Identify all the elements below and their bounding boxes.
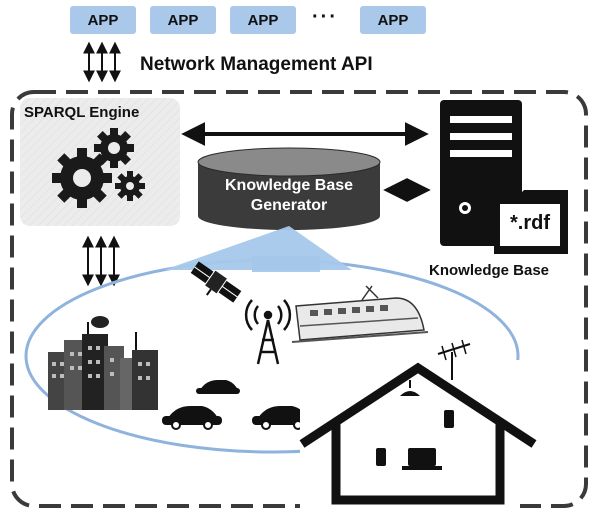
- train-icon: [291, 285, 429, 343]
- car-icon-1: [196, 380, 240, 394]
- car-icon-3: [252, 406, 312, 430]
- sparql-engine-label: SPARQL Engine: [24, 104, 140, 121]
- network-triple-arrow: [82, 235, 120, 287]
- city-buildings-icon: [48, 316, 158, 410]
- cell-tower-icon: [244, 299, 292, 365]
- app-box-2[interactable]: APP: [150, 6, 216, 34]
- gears-icon: [52, 128, 145, 208]
- app-box-3[interactable]: APP: [230, 6, 296, 34]
- network-api-label: Network Management API: [140, 54, 373, 75]
- kb-generator-label: Knowledge Base Generator: [198, 176, 380, 216]
- satellite-icon: [190, 261, 242, 303]
- app-box-1[interactable]: APP: [70, 6, 136, 34]
- knowledge-base-label: Knowledge Base: [429, 262, 550, 279]
- house-icon: [299, 339, 537, 510]
- api-triple-arrow: [83, 41, 121, 83]
- app-box-4[interactable]: APP: [360, 6, 426, 34]
- rdf-file-label: *.rdf: [510, 212, 550, 234]
- rdf-folder-icon: [494, 190, 568, 254]
- kb-generator-line-1: Knowledge Base: [224, 177, 354, 194]
- car-icon-2: [162, 406, 222, 430]
- kb-generator-line-2: Generator: [250, 197, 328, 214]
- kb-generator-drum: [197, 147, 381, 230]
- apps-ellipsis: ···: [312, 6, 338, 28]
- system-boundary: [10, 90, 588, 508]
